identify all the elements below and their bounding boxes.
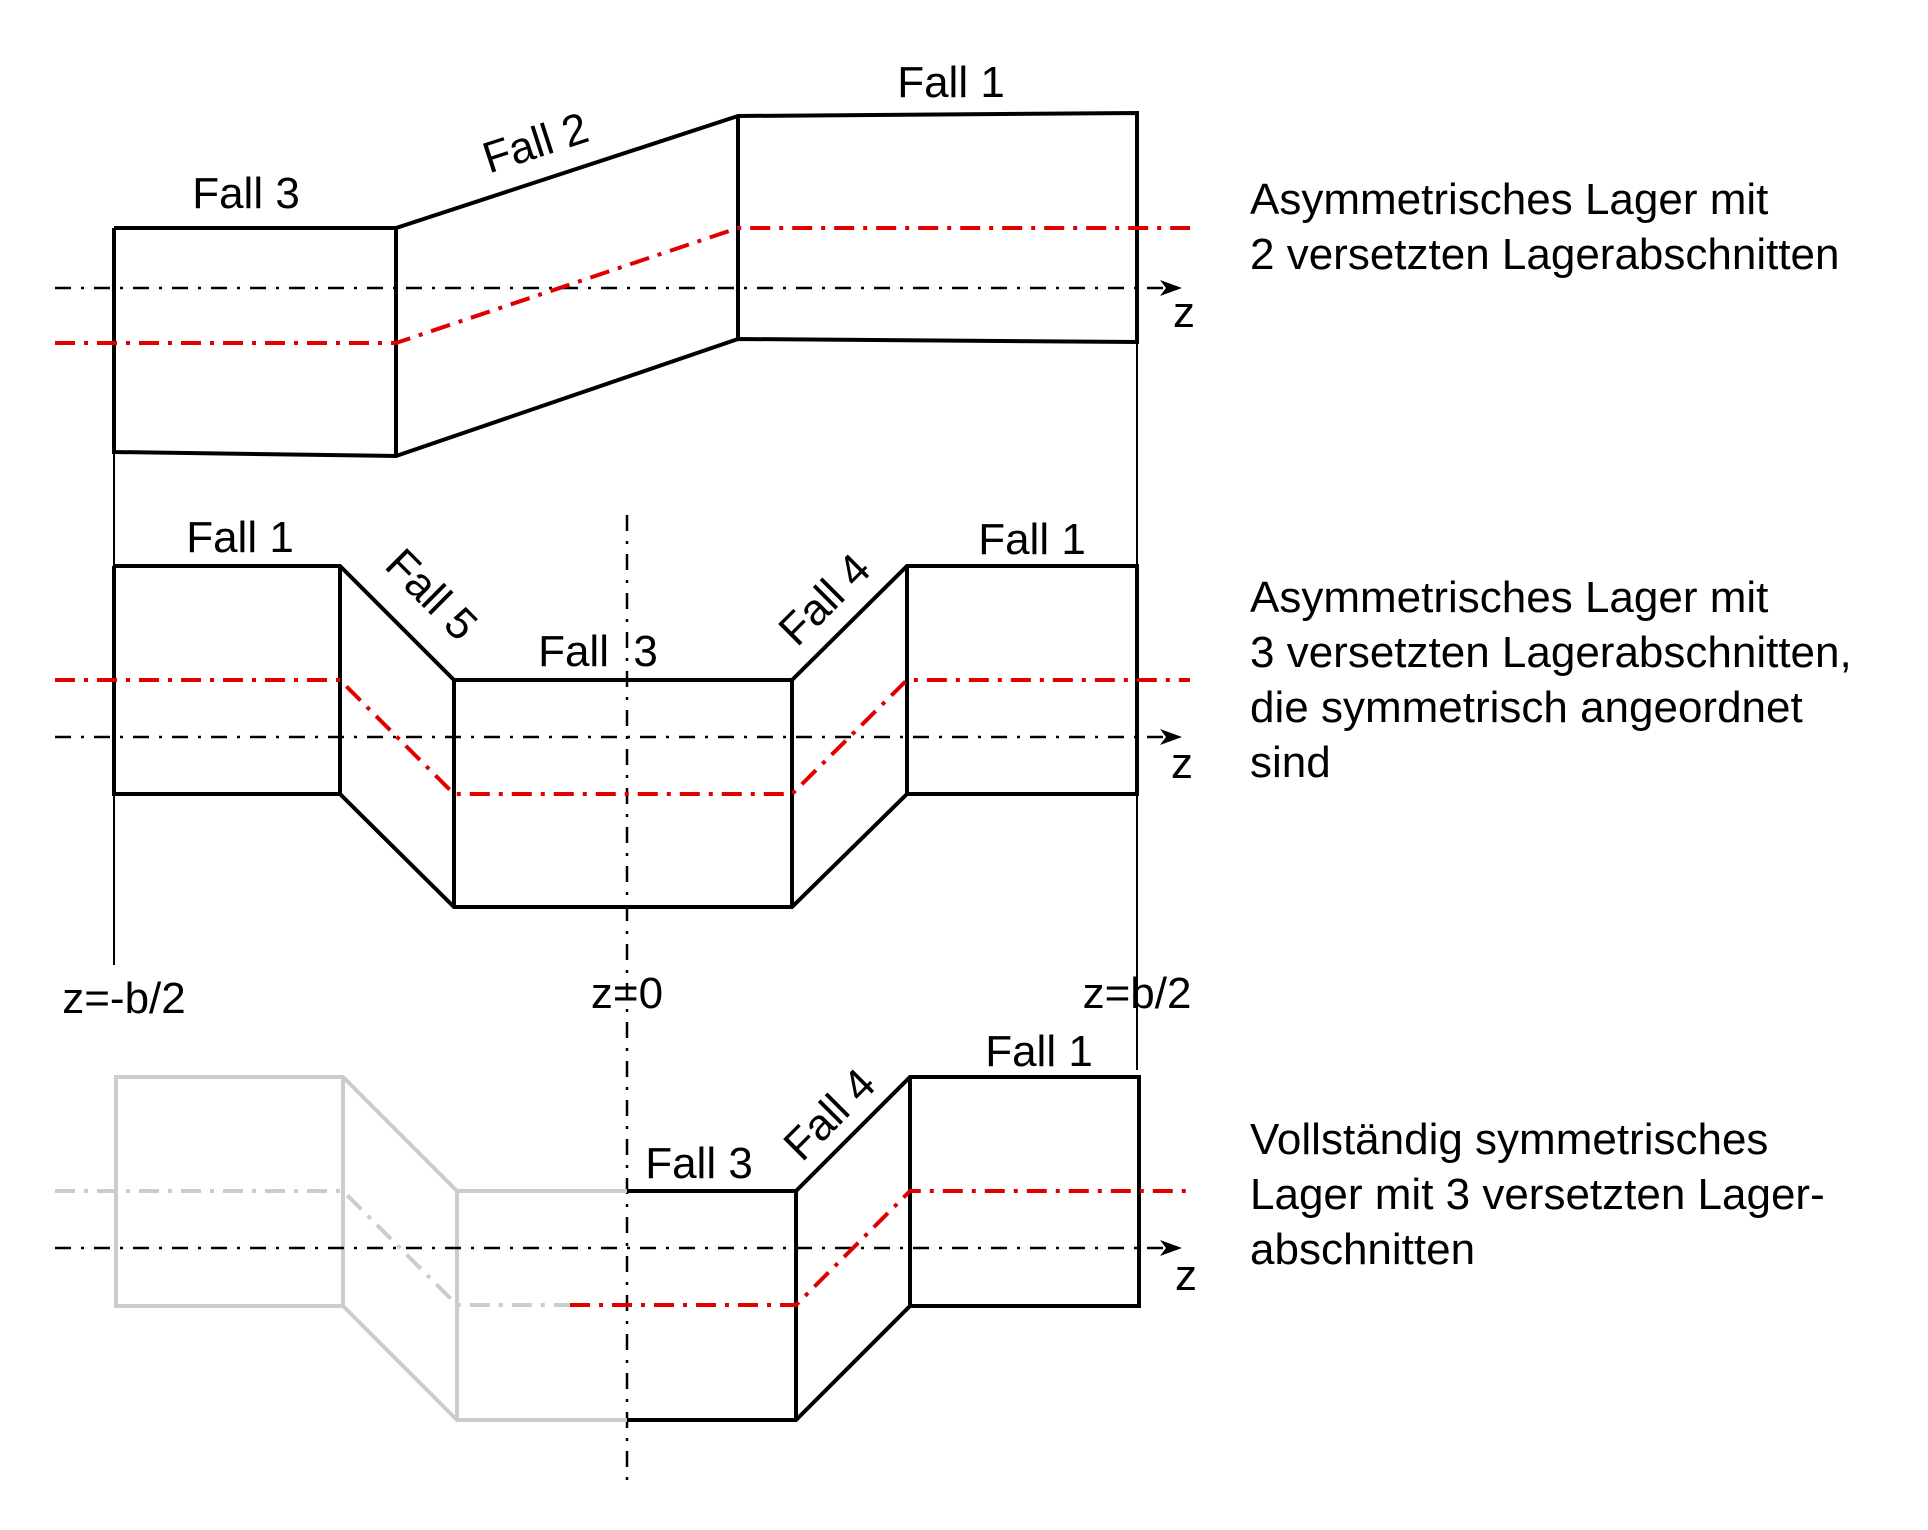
diagram2-label-center: Fall 3 bbox=[538, 627, 658, 676]
diagram3-label-slope-up: Fall 4 bbox=[774, 1059, 885, 1170]
position-left-edge: z=-b/2 bbox=[62, 974, 186, 1023]
diagram3-axis-label: z bbox=[1175, 1251, 1197, 1300]
diagram1-label-slope: Fall 2 bbox=[477, 103, 594, 183]
diagram1-label-right: Fall 1 bbox=[897, 58, 1005, 107]
position-right-edge: z=b/2 bbox=[1083, 969, 1192, 1018]
description-line: sind bbox=[1250, 738, 1331, 787]
description-line: Asymmetrisches Lager mit bbox=[1250, 573, 1769, 622]
diagram3-outline bbox=[627, 1075, 1141, 1422]
diagram3-description: Vollständig symmetrisches Lager mit 3 ve… bbox=[1250, 1112, 1825, 1277]
diagram2-geometry bbox=[55, 564, 1190, 909]
diagram2-outline bbox=[112, 564, 1139, 909]
diagram3-geometry bbox=[55, 1075, 1190, 1422]
diagram3-label-right: Fall 1 bbox=[985, 1027, 1093, 1076]
diagram1-label-left: Fall 3 bbox=[192, 169, 300, 218]
diagram2-label-left: Fall 1 bbox=[186, 513, 294, 562]
diagram3-ghost-offset-line bbox=[55, 1189, 570, 1307]
diagram1-axis-label: z bbox=[1173, 288, 1195, 337]
diagram1-geometry bbox=[55, 110, 1190, 459]
diagram1-offset-line bbox=[55, 226, 1190, 345]
position-center: z=0 bbox=[591, 969, 663, 1018]
diagram2-description: Asymmetrisches Lager mit 3 versetzten La… bbox=[1250, 570, 1852, 790]
diagram2-label-slope-down: Fall 5 bbox=[376, 539, 487, 650]
diagram2-axis-label: z bbox=[1171, 739, 1193, 788]
description-line: Asymmetrisches Lager mit bbox=[1250, 175, 1769, 224]
diagram3-label-center: Fall 3 bbox=[645, 1139, 753, 1188]
description-line: 2 versetzten Lagerabschnitten bbox=[1250, 230, 1840, 279]
diagram2-label-slope-up: Fall 4 bbox=[769, 544, 880, 655]
diagram3-offset-line bbox=[570, 1189, 1190, 1307]
description-line: Vollständig symmetrisches bbox=[1250, 1115, 1769, 1164]
description-line: 3 versetzten Lagerabschnitten, bbox=[1250, 628, 1852, 677]
diagram1-outline bbox=[112, 110, 1139, 459]
diagram3-ghost-geometry bbox=[55, 1075, 627, 1422]
description-line: die symmetrisch angeordnet bbox=[1250, 683, 1803, 732]
diagram1-description: Asymmetrisches Lager mit 2 versetzten La… bbox=[1250, 172, 1840, 282]
description-line: abschnitten bbox=[1250, 1225, 1476, 1274]
description-line: Lager mit 3 versetzten Lager- bbox=[1250, 1170, 1825, 1219]
diagram2-label-right: Fall 1 bbox=[978, 515, 1086, 564]
